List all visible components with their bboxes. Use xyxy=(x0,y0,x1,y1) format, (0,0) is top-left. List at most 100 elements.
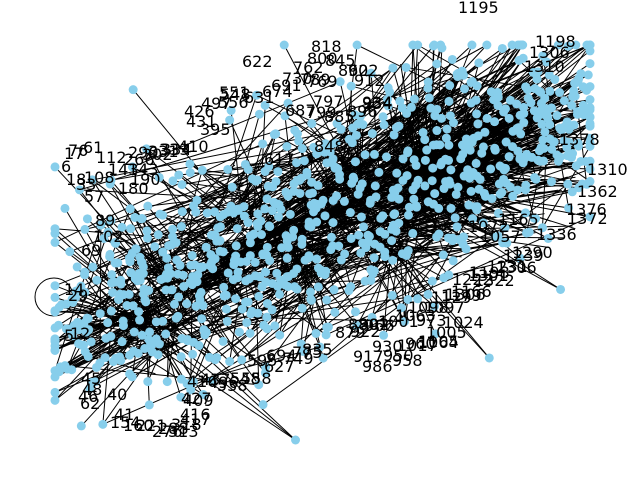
graph-node xyxy=(400,317,410,327)
graph-node xyxy=(409,94,419,104)
graph-node xyxy=(243,297,253,307)
node-label: 789 xyxy=(300,70,331,89)
graph-node xyxy=(245,238,255,248)
graph-node xyxy=(309,142,319,152)
graph-node xyxy=(355,183,365,193)
node-label: 331 xyxy=(148,142,179,161)
node-label: 960 xyxy=(405,334,436,353)
graph-node xyxy=(185,168,195,178)
graph-node xyxy=(441,177,451,187)
node-label: 102 xyxy=(93,227,124,246)
graph-node xyxy=(306,200,316,210)
graph-node xyxy=(482,40,492,50)
graph-edge xyxy=(269,111,497,236)
graph-node xyxy=(242,318,252,328)
node-label: 180 xyxy=(118,179,149,198)
graph-node xyxy=(465,145,475,155)
graph-node xyxy=(430,301,440,311)
graph-edge xyxy=(141,293,429,336)
graph-node xyxy=(208,264,218,274)
graph-edge xyxy=(78,171,279,331)
graph-node xyxy=(161,329,171,339)
node-label: 885 xyxy=(324,107,355,126)
graph-node xyxy=(273,281,283,291)
graph-node xyxy=(326,245,336,255)
node-label: 276 xyxy=(152,422,183,441)
node-label: 334 xyxy=(161,140,192,159)
graph-node xyxy=(418,128,428,138)
graph-node xyxy=(547,144,557,154)
graph-edge xyxy=(300,261,308,345)
graph-node xyxy=(320,211,330,221)
graph-node xyxy=(256,230,266,240)
node-label: 687 xyxy=(285,101,316,120)
graph-node xyxy=(420,135,430,145)
graph-node xyxy=(517,40,527,50)
graph-node xyxy=(299,156,309,166)
node-label: 221 xyxy=(136,416,167,435)
node-label: 1195 xyxy=(458,0,499,17)
graph-node xyxy=(366,68,376,78)
graph-node xyxy=(234,327,244,337)
graph-node xyxy=(497,187,507,197)
node-label: 143 xyxy=(108,160,139,179)
graph-node xyxy=(271,129,281,139)
graph-node xyxy=(578,82,588,92)
graph-node xyxy=(137,330,147,340)
graph-node xyxy=(225,115,235,125)
graph-edge xyxy=(394,217,450,276)
graph-node xyxy=(297,144,307,154)
graph-node xyxy=(252,219,262,229)
graph-node xyxy=(267,305,277,315)
node-label: 160 xyxy=(123,416,154,435)
graph-node xyxy=(306,294,316,304)
graph-node xyxy=(504,152,514,162)
graph-node xyxy=(387,192,397,202)
graph-node xyxy=(328,154,338,164)
node-label: 318 xyxy=(171,415,202,434)
graph-node xyxy=(389,130,399,140)
graph-edge xyxy=(224,297,253,312)
node-label: 1301 xyxy=(468,266,509,285)
graph-node xyxy=(244,274,254,284)
node-label: 417 xyxy=(180,410,211,429)
graph-node xyxy=(162,273,172,283)
graph-node xyxy=(258,250,268,260)
graph-node xyxy=(403,210,413,220)
node-label: 1336 xyxy=(536,225,577,244)
graph-node xyxy=(226,201,236,211)
graph-node xyxy=(493,231,503,241)
graph-edge xyxy=(404,44,414,322)
node-label: 958 xyxy=(392,351,423,370)
graph-node xyxy=(571,40,581,50)
graph-node xyxy=(392,168,402,178)
graph-node xyxy=(369,149,379,159)
graph-node xyxy=(336,255,346,265)
graph-node xyxy=(279,40,289,50)
graph-node xyxy=(283,98,293,108)
graph-node xyxy=(237,304,247,314)
graph-edge xyxy=(141,102,289,263)
graph-node xyxy=(176,392,186,402)
graph-node xyxy=(472,205,482,215)
graph-node xyxy=(292,158,302,168)
graph-node xyxy=(146,338,156,348)
graph-node xyxy=(130,212,140,222)
graph-node xyxy=(515,110,525,120)
graph-node xyxy=(538,135,548,145)
graph-node xyxy=(501,137,511,147)
graph-node xyxy=(573,138,583,148)
graph-node xyxy=(134,307,144,317)
graph-node xyxy=(141,144,151,154)
graph-node xyxy=(490,145,500,155)
graph-node xyxy=(567,100,577,110)
graph-node xyxy=(80,224,90,234)
node-label: 902 xyxy=(348,61,379,80)
node-label: 416 xyxy=(180,405,211,424)
node-label: 313 xyxy=(168,422,199,441)
graph-node xyxy=(142,226,152,236)
graph-edge xyxy=(219,72,482,261)
graph-node xyxy=(348,172,358,182)
graph-node xyxy=(490,117,500,127)
